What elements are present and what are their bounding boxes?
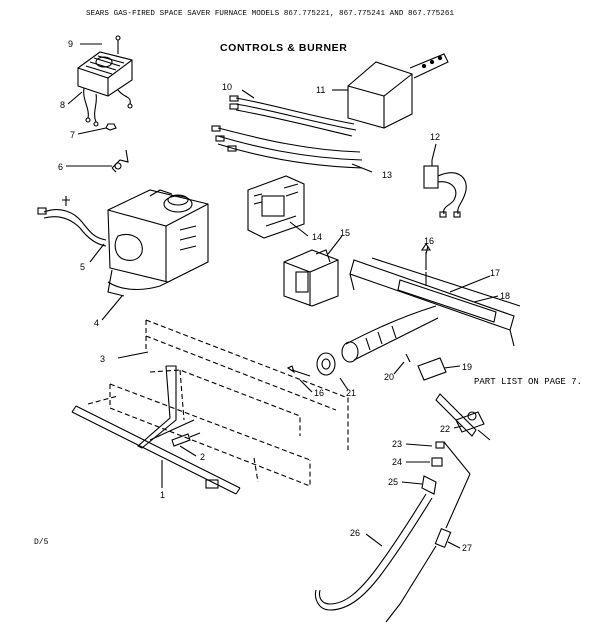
callout-2: 2 [200, 452, 205, 462]
part-wiring-diagram-label [247, 175, 305, 239]
callout-16b: 16 [314, 388, 324, 398]
part-26-pilot-tube [314, 493, 433, 611]
callout-21: 21 [346, 388, 356, 398]
callout-11: 11 [316, 85, 325, 95]
part-fittings [421, 441, 471, 495]
part-transformer [347, 53, 449, 129]
callout-3: 3 [100, 354, 105, 364]
part-16-screws [286, 243, 432, 377]
callout-20: 20 [384, 372, 394, 382]
callout-labels: 9 8 7 6 10 11 12 13 14 15 16 17 18 5 4 3… [58, 39, 510, 553]
part-6-clip [111, 149, 129, 173]
part-junction-box [77, 35, 133, 131]
part-1-manifold [71, 365, 241, 495]
leader-lines [66, 43, 499, 549]
part-fan-control [283, 249, 339, 307]
callout-6: 6 [58, 162, 63, 172]
callout-22: 22 [440, 424, 450, 434]
header-text: SEARS GAS-FIRED SPACE SAVER FURNACE MODE… [86, 10, 455, 18]
callout-10: 10 [222, 82, 232, 92]
callout-27: 27 [462, 543, 472, 553]
drawing-code: D/5 [34, 538, 49, 547]
callout-16a: 16 [424, 236, 434, 246]
part-burner-rail [349, 257, 521, 347]
callout-19: 19 [462, 362, 472, 372]
part-3-mounting-bracket [87, 319, 349, 487]
part-wire-harness [211, 95, 363, 169]
callout-26: 26 [350, 528, 360, 538]
callout-15: 15 [340, 228, 350, 238]
part-pilot-assembly [405, 353, 491, 441]
callout-7: 7 [70, 130, 75, 140]
part-gas-valve [107, 189, 209, 297]
part-limit-switch [423, 160, 467, 218]
callout-5: 5 [80, 262, 85, 272]
callout-25: 25 [388, 477, 398, 487]
part-burner-tube [316, 305, 439, 376]
callout-8: 8 [60, 100, 65, 110]
part-2-orifice [171, 432, 201, 447]
part-27-thermocouple [385, 473, 471, 623]
parts-list-note: PART LIST ON PAGE 7. [474, 377, 583, 387]
diagram-title: CONTROLS & BURNER [220, 42, 348, 54]
callout-13: 13 [382, 170, 392, 180]
part-5-pilot-wires [37, 196, 107, 247]
callout-17: 17 [490, 268, 500, 278]
callout-24: 24 [392, 457, 402, 467]
callout-4: 4 [94, 318, 99, 328]
callout-18: 18 [500, 291, 510, 301]
callout-9: 9 [68, 39, 73, 49]
callout-12: 12 [430, 132, 440, 142]
callout-14: 14 [312, 232, 322, 242]
callout-23: 23 [392, 439, 402, 449]
callout-1: 1 [160, 490, 165, 500]
